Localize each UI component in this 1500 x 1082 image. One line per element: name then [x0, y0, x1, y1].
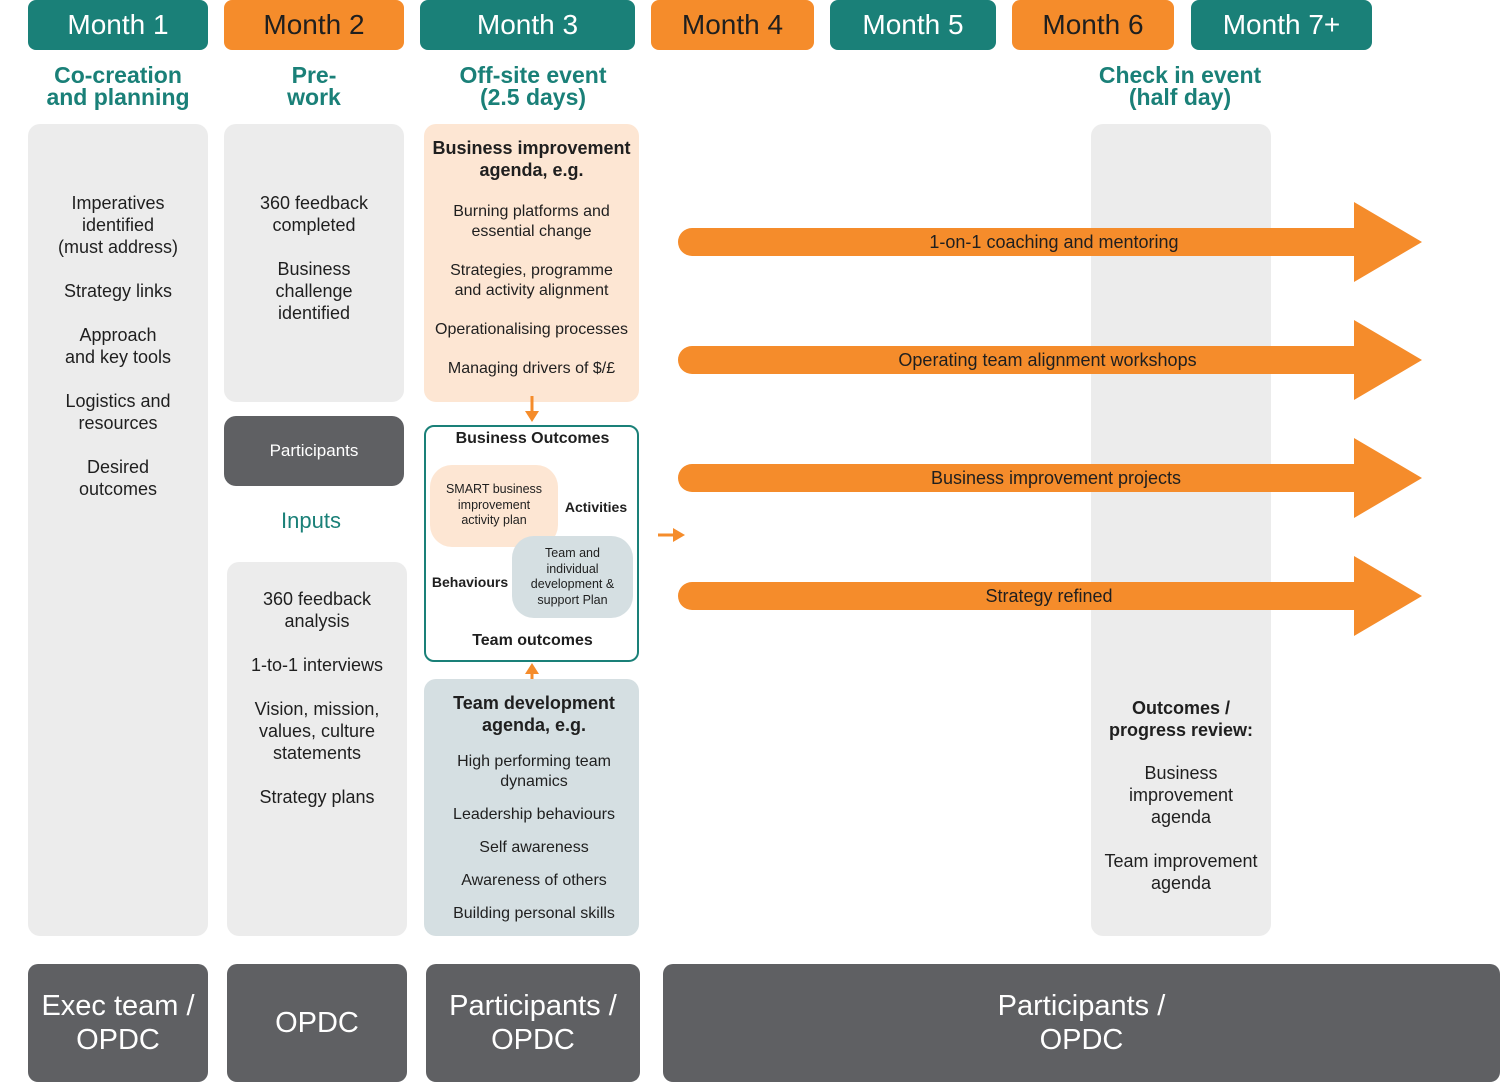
business-agenda-panel: [424, 124, 639, 402]
behaviours-label: Behaviours: [431, 574, 509, 590]
month-label: Month 5: [862, 9, 964, 40]
alignment-workshops-arrow: [678, 320, 1422, 400]
list-item: 1-to-1 interviews: [250, 655, 384, 675]
planning-panel: [28, 124, 208, 936]
month-5-header: Month 5: [830, 0, 996, 50]
month-label: Month 2: [263, 9, 365, 40]
list-item: High performing team dynamics: [457, 753, 611, 790]
phase-checkin: Check in event (half day): [1098, 62, 1262, 110]
month-1-header: Month 1: [28, 0, 208, 50]
prework-list: 360 feedback completed Business challeng…: [224, 192, 404, 324]
down-arrow-icon: [525, 396, 539, 422]
phase-offsite: Off-site event (2.5 days): [459, 62, 607, 110]
business-agenda-title: Business improvement agenda, e.g.: [432, 138, 631, 180]
progress-review-list: Business improvement agenda Team improve…: [1091, 762, 1271, 894]
right-arrow-icon: [658, 528, 685, 542]
business-outcomes-title: Business Outcomes: [455, 430, 610, 447]
team-outcomes-label: Team outcomes: [472, 632, 593, 649]
team-agenda-list: High performing team dynamics Leadership…: [424, 752, 644, 924]
list-item: Imperatives identified (must address): [57, 193, 179, 257]
footer-opdc: OPDC: [227, 964, 407, 1082]
coaching-arrow-label: 1-on-1 coaching and mentoring: [929, 231, 1179, 252]
inputs-list: 360 feedback analysis 1-to-1 interviews …: [227, 588, 407, 808]
month-label: Month 4: [681, 9, 784, 40]
list-item: Approach and key tools: [64, 325, 172, 367]
list-item: Desired outcomes: [78, 457, 158, 499]
alignment-workshops-label: Operating team alignment workshops: [898, 349, 1197, 370]
participants-label: Participants: [269, 441, 359, 460]
footer-participants-offsite: Participants / OPDC: [426, 964, 640, 1082]
list-item: Strategies, programme and activity align…: [450, 262, 613, 299]
list-item: 360 feedback completed: [259, 193, 369, 235]
month-4-header: Month 4: [651, 0, 814, 50]
list-item: Team improvement agenda: [1104, 851, 1258, 893]
list-item: Building personal skills: [453, 905, 615, 922]
list-item: Business challenge identified: [275, 259, 353, 323]
footer-exec-team: Exec team / OPDC: [28, 964, 208, 1082]
list-item: Burning platforms and essential change: [453, 203, 610, 240]
checkin-panel: [1091, 124, 1271, 936]
list-item: Awareness of others: [461, 872, 607, 889]
team-plan-box: Team and individual development & suppor…: [512, 536, 633, 618]
month-7-header: Month 7+: [1191, 0, 1372, 50]
month-label: Month 3: [476, 9, 579, 40]
phase-prework: Pre- work: [287, 62, 341, 110]
inputs-panel: [227, 562, 407, 936]
month-6-header: Month 6: [1012, 0, 1174, 50]
month-label: Month 7+: [1222, 9, 1341, 40]
participants-box: Participants: [224, 416, 404, 486]
list-item: 360 feedback analysis: [262, 589, 372, 631]
activities-label: Activities: [564, 499, 628, 515]
list-item: Business improvement agenda: [1128, 763, 1234, 827]
list-item: Self awareness: [479, 839, 589, 856]
improvement-projects-label: Business improvement projects: [930, 467, 1182, 488]
coaching-arrow: [678, 202, 1422, 282]
phase-cocreation: Co-creation and planning: [46, 62, 190, 110]
month-label: Month 6: [1042, 9, 1144, 40]
inputs-title: Inputs: [281, 508, 341, 533]
team-agenda-panel: [424, 679, 639, 936]
planning-list: Imperatives identified (must address) St…: [28, 192, 208, 500]
list-item: Operationalising processes: [435, 321, 628, 338]
list-item: Strategy links: [63, 281, 173, 301]
list-item: Leadership behaviours: [453, 806, 615, 823]
month-2-header: Month 2: [224, 0, 404, 50]
list-item: Logistics and resources: [65, 391, 171, 433]
team-agenda-title: Team development agenda, e.g.: [453, 693, 615, 735]
strategy-refined-label: Strategy refined: [985, 585, 1113, 606]
list-item: Strategy plans: [259, 787, 375, 807]
business-agenda-list: Burning platforms and essential change S…: [424, 202, 639, 379]
month-label: Month 1: [67, 9, 169, 40]
month-3-header: Month 3: [420, 0, 635, 50]
footer-participants-ongoing: Participants / OPDC: [663, 964, 1500, 1082]
improvement-projects-arrow: [678, 438, 1422, 518]
list-item: Managing drivers of $/£: [447, 360, 616, 377]
progress-review-title: Outcomes / progress review:: [1108, 698, 1254, 740]
list-item: Vision, mission, values, culture stateme…: [254, 699, 380, 763]
smart-plan-box: SMART business improvement activity plan: [430, 465, 558, 547]
prework-panel: [224, 124, 404, 402]
strategy-refined-arrow: [678, 556, 1422, 636]
